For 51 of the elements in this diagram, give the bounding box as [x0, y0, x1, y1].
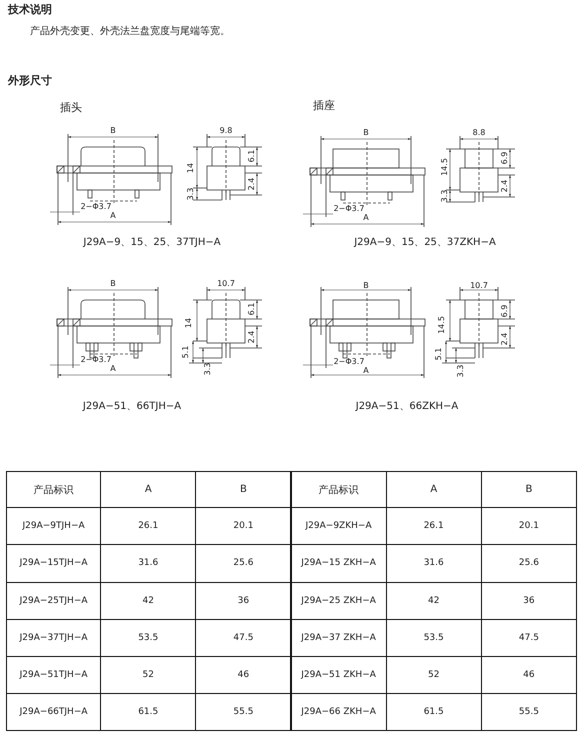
- dimension-text: 3.3: [187, 188, 195, 200]
- view-title: 插头: [60, 102, 82, 113]
- part-number-caption: J29A−9、15、25、37TJH−A: [83, 238, 221, 248]
- part-number-caption: J29A−51、66ZKH−A: [356, 402, 458, 412]
- table-cell: J29A−66TJH−A: [6, 693, 102, 732]
- dimension-text: B: [110, 127, 116, 135]
- dimension-text: A: [110, 212, 116, 220]
- dimension-text: 9.8: [220, 127, 232, 135]
- dimension-text: A: [363, 214, 369, 222]
- table-header: B: [480, 471, 577, 508]
- dimension-text: 5.1: [182, 346, 190, 358]
- dimension-text: 2.4: [248, 178, 256, 190]
- dimension-text: A: [110, 365, 116, 373]
- note-text: 产品外壳变更、外壳法兰盘宽度与尾端等宽。: [30, 27, 230, 37]
- dimension-text: 2−Φ3.7: [334, 358, 364, 366]
- dimension-text: 6.1: [248, 150, 256, 162]
- dimension-text: 6.1: [248, 302, 256, 316]
- dimension-text: 6.9: [501, 152, 509, 164]
- dimension-text: 3.3: [457, 364, 465, 378]
- dimension-text: 14.5: [438, 316, 446, 334]
- part-number-caption: J29A−9、15、25、37ZKH−A: [354, 238, 496, 248]
- dimension-text: 14: [185, 318, 193, 328]
- dimension-text: 2.4: [248, 330, 256, 344]
- section-heading: 外形尺寸: [8, 75, 52, 86]
- dimension-text: 2−Φ3.7: [80, 203, 112, 211]
- dimension-text: 6.9: [501, 304, 509, 318]
- table-cell: 55.5: [480, 693, 577, 732]
- dimension-text: 14: [187, 162, 195, 174]
- dimension-text: 3.3: [441, 190, 449, 202]
- table-header: B: [195, 471, 292, 508]
- view-title: 插座: [313, 100, 335, 111]
- table-header: 产品标识: [290, 471, 387, 508]
- dimension-text: 10.7: [470, 282, 488, 290]
- section-heading: 技术说明: [8, 4, 52, 15]
- table-header: 产品标识: [6, 471, 102, 508]
- dimension-text: 8.8: [472, 129, 486, 137]
- table-cell: 55.5: [195, 693, 292, 732]
- table-cell: J29A−66 ZKH−A: [290, 693, 387, 732]
- dimension-text: 2.4: [501, 332, 509, 346]
- dimension-text: 14.5: [441, 158, 449, 176]
- dimension-text: B: [363, 282, 369, 290]
- dimension-text: 5.1: [435, 348, 443, 360]
- dimension-text: 2−Φ3.7: [334, 205, 364, 213]
- dimension-text: B: [110, 280, 116, 288]
- dimension-text: 3.3: [204, 362, 212, 376]
- dimension-text: B: [363, 129, 369, 137]
- dimension-text: 2.4: [501, 180, 509, 192]
- dimension-text: A: [363, 367, 369, 375]
- part-number-caption: J29A−51、66TJH−A: [82, 402, 182, 412]
- dimension-text: 10.7: [217, 280, 235, 288]
- dimension-text: 2−Φ3.7: [80, 356, 112, 364]
